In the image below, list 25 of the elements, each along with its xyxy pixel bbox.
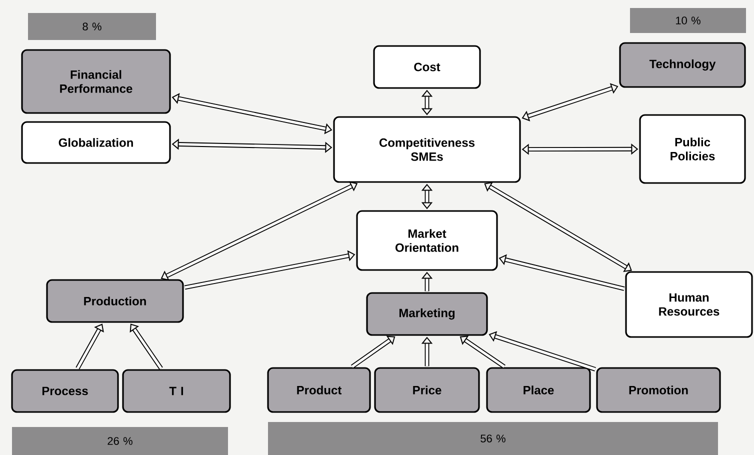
double-arrow	[484, 182, 632, 272]
factor-box: Technology	[619, 42, 746, 88]
double-arrow	[130, 324, 163, 370]
factor-box: Market Orientation	[356, 210, 498, 271]
factor-box: Globalization	[21, 121, 171, 164]
double-arrow	[460, 336, 506, 368]
percentage-bar: 10 %	[630, 8, 746, 33]
factor-box: Process	[11, 369, 119, 413]
factor-box: Price	[374, 367, 480, 413]
double-arrow	[350, 336, 396, 368]
factor-box: Promotion	[596, 367, 721, 413]
percentage-bar: 26 %	[12, 427, 228, 455]
factor-box: Production	[46, 279, 184, 323]
factor-box: Place	[486, 367, 591, 413]
factor-box: Marketing	[366, 292, 488, 336]
factor-box: Public Policies	[639, 114, 746, 184]
factor-box: Product	[267, 367, 371, 413]
factor-box: T I	[122, 369, 231, 413]
factor-box: Cost	[373, 45, 481, 89]
double-arrow	[76, 324, 104, 370]
factor-box: Financial Performance	[21, 49, 171, 114]
percentage-bar: 56 %	[268, 422, 718, 455]
percentage-bar: 8 %	[28, 13, 156, 40]
factor-box: Competitiveness SMEs	[333, 116, 521, 183]
factor-box: Human Resources	[625, 271, 753, 338]
